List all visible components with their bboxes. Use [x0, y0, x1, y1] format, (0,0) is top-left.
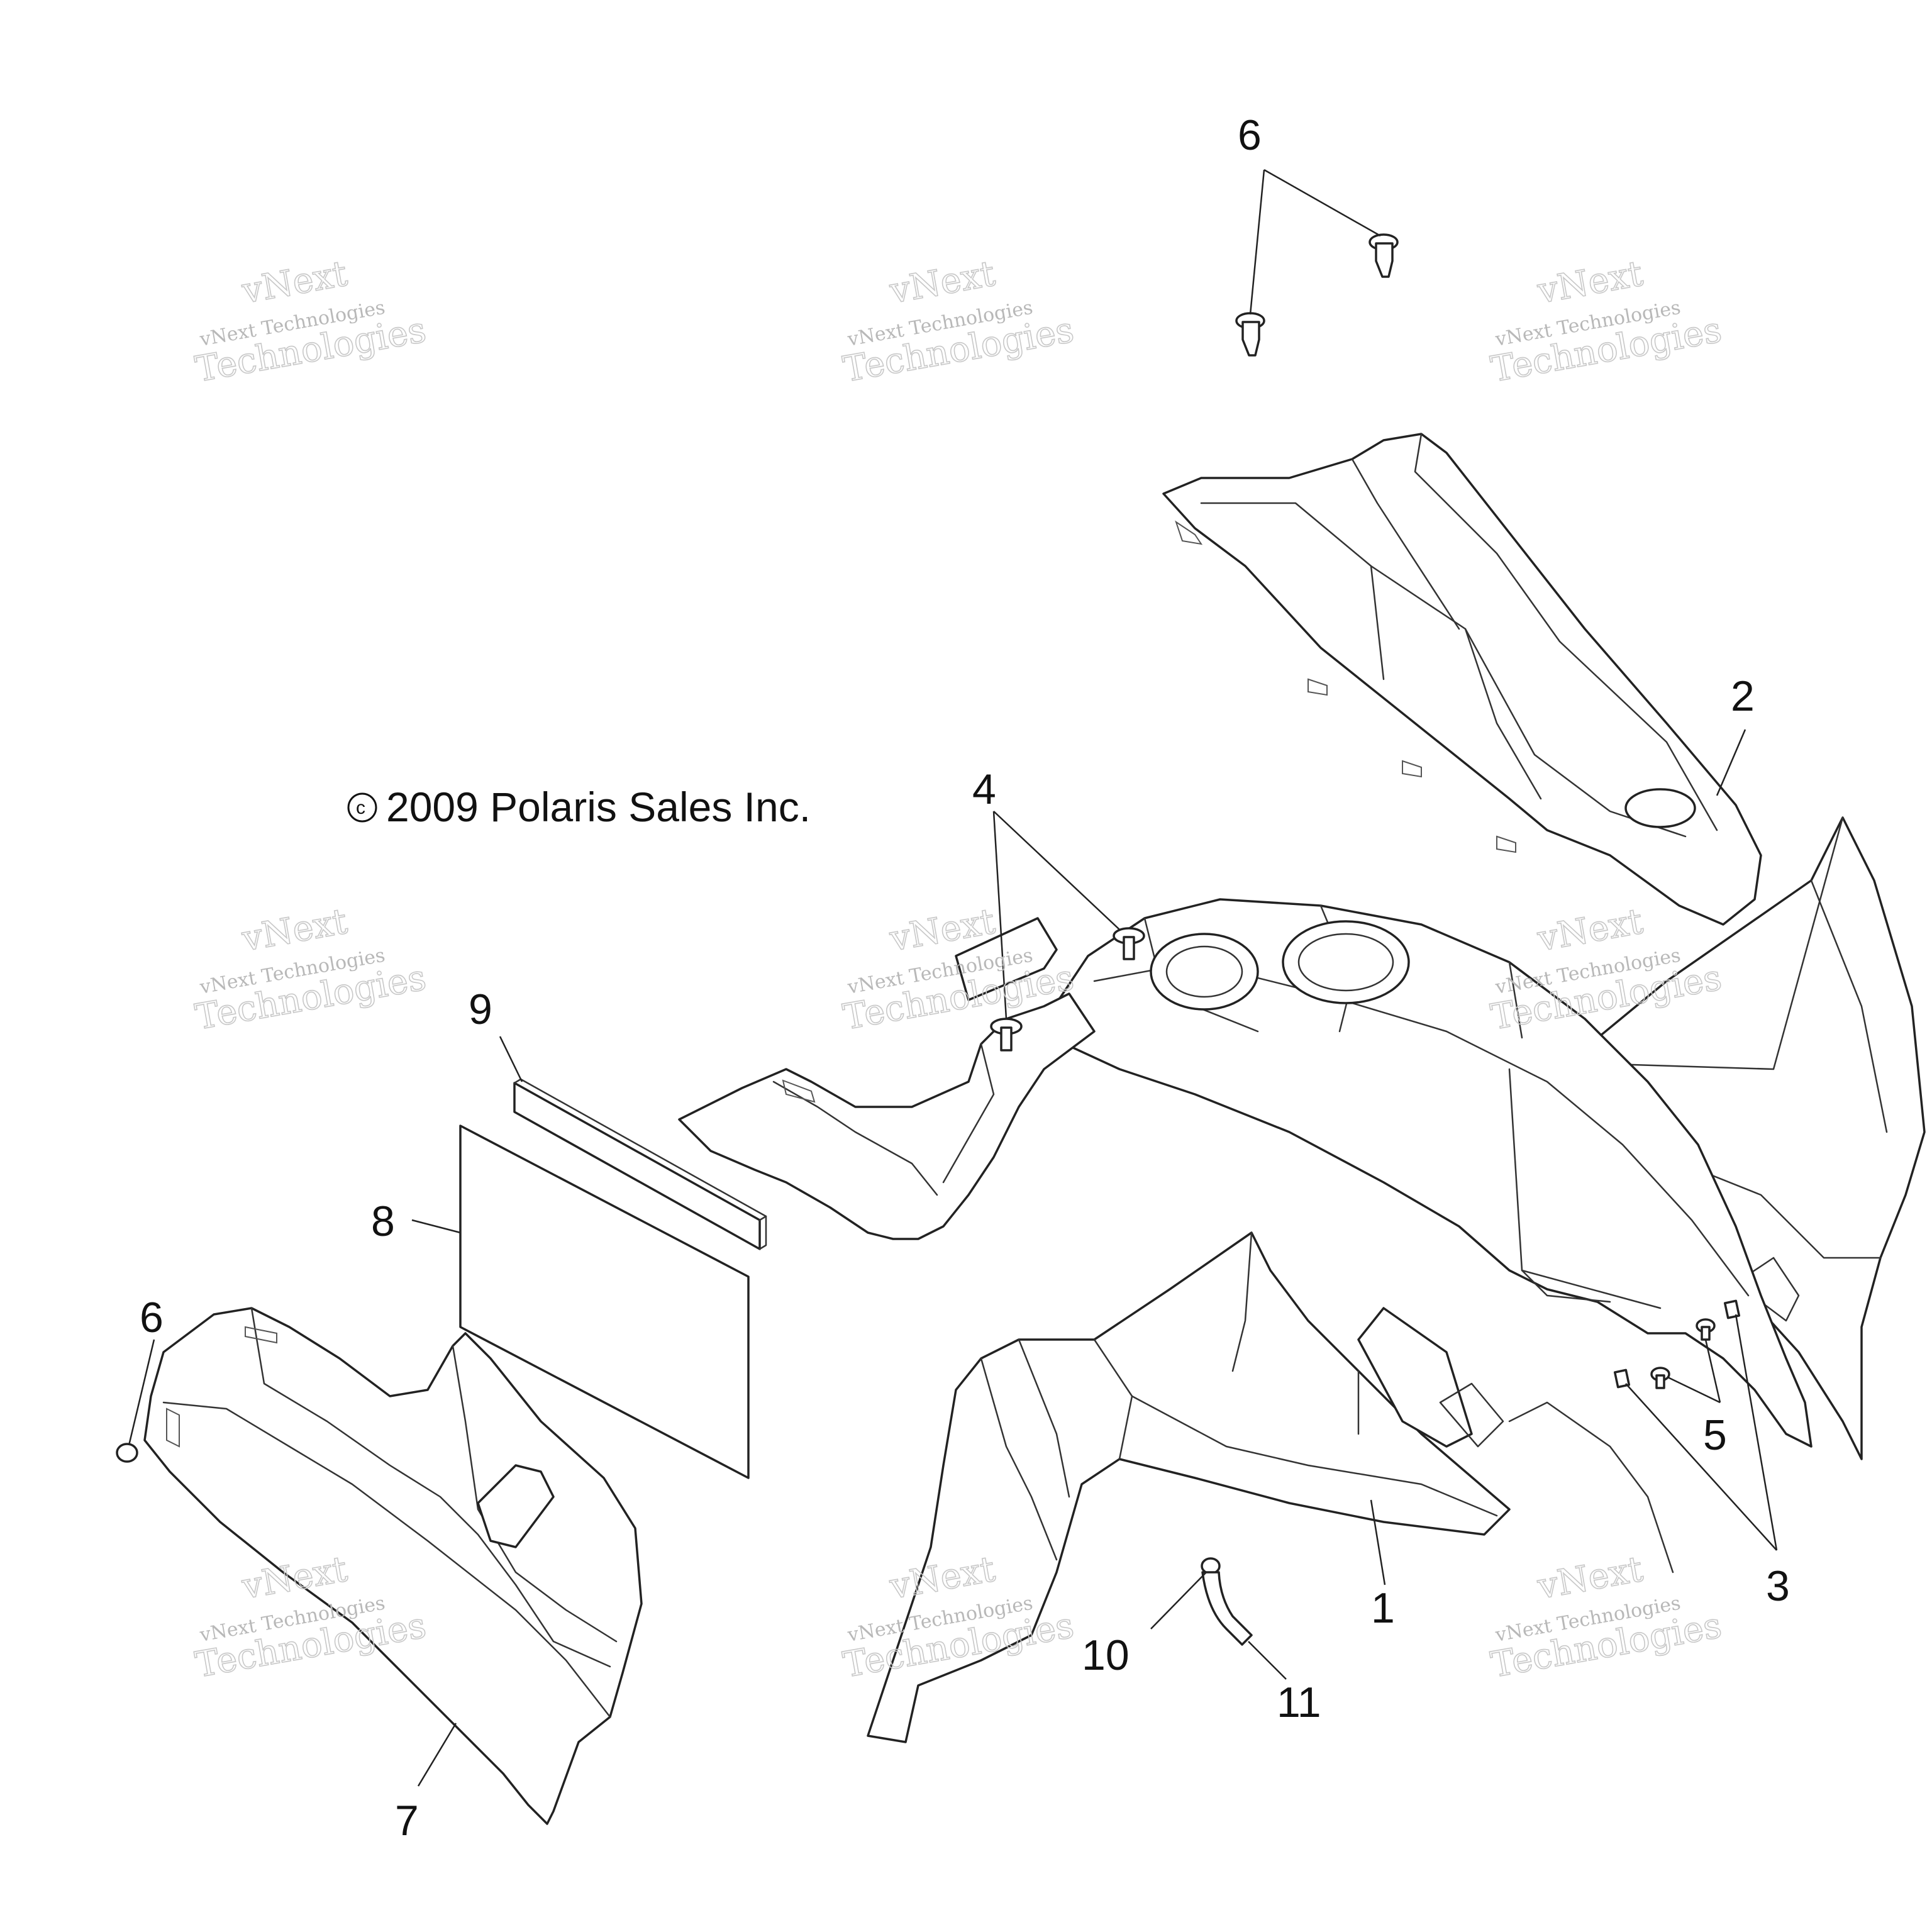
svg-text:vNext: vNext: [238, 901, 350, 959]
callout-3: 3: [1766, 1562, 1790, 1610]
callout-9: 9: [469, 985, 492, 1033]
callout-4: 4: [972, 765, 996, 813]
callout-7: 7: [395, 1797, 419, 1845]
copyright-text: 2009 Polaris Sales Inc.: [386, 784, 811, 830]
part-8-decal: [459, 1124, 750, 1479]
part-1-front-body: [678, 816, 1926, 1743]
copyright-symbol: c: [356, 797, 365, 818]
fastener-4-lower: [990, 1018, 1023, 1052]
watermark: vNext vNext Technologies Technologies: [192, 253, 430, 391]
fastener-5-a: [1696, 1318, 1716, 1341]
hose-11: [1201, 1571, 1253, 1646]
callout-1: 1: [1371, 1584, 1395, 1632]
watermark: vNext vNext Technologies Technologies: [192, 901, 430, 1039]
clip-3-b: [1613, 1368, 1631, 1389]
part-7-side-panel: [143, 1307, 643, 1825]
callouts: 6 2 4 9 8 6 7 1 10 11 5 3: [140, 111, 1790, 1845]
fastener-5-b: [1650, 1367, 1670, 1389]
fastener-4-upper: [1113, 927, 1145, 960]
fastener-6-top-right: [1368, 233, 1399, 278]
part-2-rear-cover: [1162, 433, 1762, 926]
callout-2: 2: [1731, 672, 1755, 720]
callout-6-top: 6: [1238, 111, 1262, 159]
fasteners: [116, 233, 1741, 1646]
copyright-notice: c 2009 Polaris Sales Inc.: [347, 784, 811, 830]
part-9-foam-strip: [513, 1078, 767, 1250]
svg-text:vNext: vNext: [886, 253, 998, 311]
clip-3-a: [1723, 1299, 1741, 1319]
callout-11: 11: [1277, 1679, 1321, 1726]
leader-lines: [128, 169, 1778, 1787]
svg-text:vNext: vNext: [1534, 901, 1646, 959]
svg-text:vNext: vNext: [238, 253, 350, 311]
watermark: vNext vNext Technologies Technologies: [1487, 1548, 1725, 1687]
svg-text:vNext: vNext: [1534, 253, 1646, 311]
copyright-circle-icon: [347, 792, 377, 823]
fastener-6-top-left: [1235, 312, 1265, 357]
fastener-6-left: [116, 1443, 138, 1463]
watermark: vNext vNext Technologies Technologies: [1487, 253, 1725, 391]
callout-5: 5: [1703, 1411, 1727, 1459]
callout-8: 8: [371, 1197, 395, 1245]
svg-text:vNext: vNext: [1534, 1548, 1646, 1607]
callout-10: 10: [1082, 1631, 1130, 1679]
callout-6-left: 6: [140, 1294, 164, 1341]
watermark: vNext vNext Technologies Technologies: [840, 253, 1077, 391]
